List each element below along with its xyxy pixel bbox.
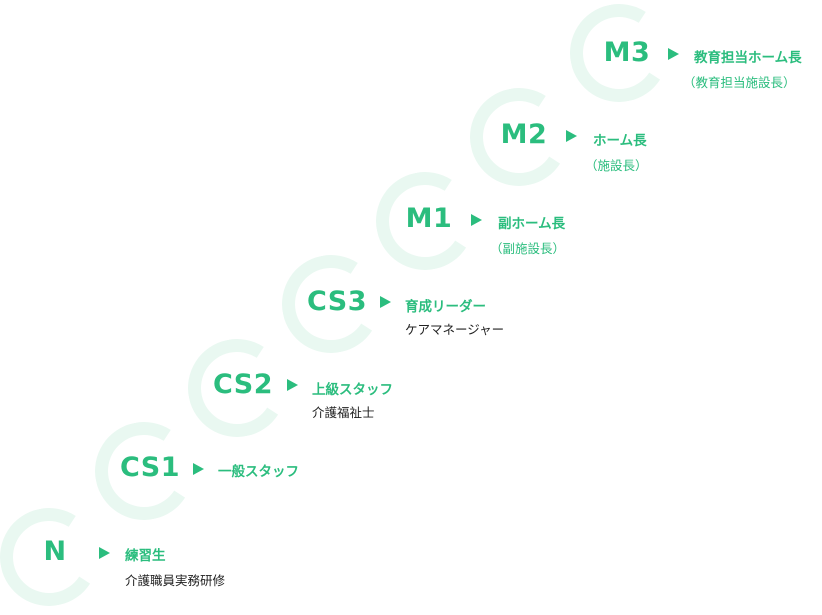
level-cs1-label: CS1 [119, 452, 181, 483]
arrow-cs1 [193, 463, 204, 475]
level-n-label: N [43, 536, 67, 567]
level-m2-label: M2 [500, 119, 548, 150]
level-m1-label: M1 [405, 203, 453, 234]
arrow-n [99, 547, 110, 559]
sub-cs3: ケアマネージャー [405, 322, 505, 337]
role-n: 練習生 [125, 548, 166, 564]
role-m1: 副ホーム長 [498, 216, 566, 232]
sub-m2: （施設長） [585, 158, 648, 173]
arrow-m2 [566, 130, 577, 142]
sub-n: 介護職員実務研修 [125, 573, 226, 588]
role-cs2: 上級スタッフ [312, 382, 393, 398]
level-cs2-label: CS2 [212, 369, 274, 400]
role-cs3: 育成リーダー [405, 299, 486, 315]
role-cs1: 一般スタッフ [218, 464, 299, 480]
arrow-cs2 [287, 379, 298, 391]
arrow-cs3 [380, 296, 391, 308]
arrow-m3 [668, 48, 679, 60]
level-cs3-label: CS3 [306, 286, 368, 317]
sub-m3: （教育担当施設長） [683, 75, 796, 90]
level-m3-label: M3 [603, 37, 651, 68]
arrow-m1 [471, 214, 482, 226]
sub-m1: （副施設長） [490, 241, 566, 256]
role-m3: 教育担当ホーム長 [694, 50, 802, 66]
sub-cs2: 介護福祉士 [312, 405, 375, 420]
role-m2: ホーム長 [593, 133, 647, 149]
